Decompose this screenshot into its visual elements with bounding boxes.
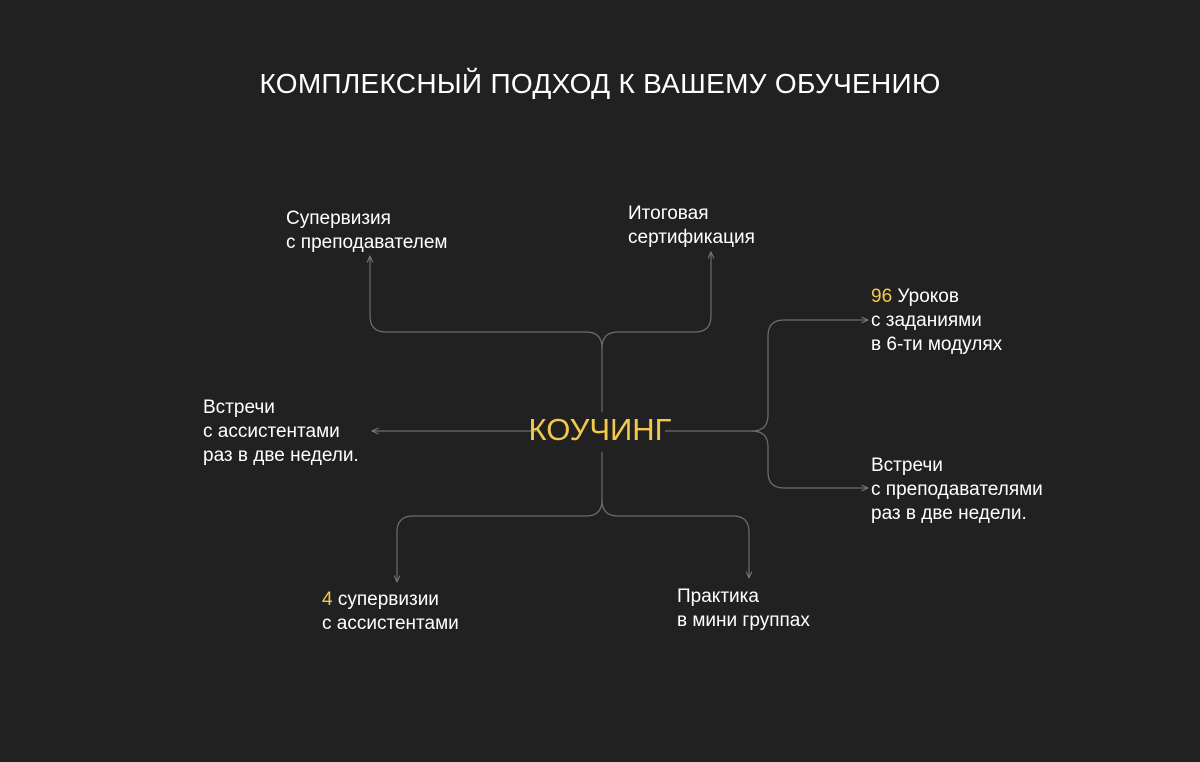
node-teacher-meetings-line3: раз в две недели. [871, 503, 1027, 524]
node-assistant-meetings-line1: Встречи [203, 397, 275, 418]
connector-teacher-meetings [751, 430, 868, 488]
node-certification: Итоговая сертификация [628, 202, 755, 250]
node-practice-line1: Практика [677, 586, 759, 607]
node-assistant-meetings-line3: раз в две недели. [203, 445, 359, 466]
node-certification-line1: Итоговая [628, 203, 709, 224]
page-title: КОМПЛЕКСНЫЙ ПОДХОД К ВАШЕМУ ОБУЧЕНИЮ [259, 68, 941, 99]
connector-lessons [751, 320, 868, 432]
node-supervision-line2: с преподавателем [286, 232, 448, 253]
connector-practice [601, 499, 749, 578]
node-supervision: Супервизия с преподавателем [286, 207, 447, 255]
node-teacher-meetings: Встречи с преподавателями раз в две неде… [871, 454, 1043, 526]
node-lessons-line1: Уроков [892, 286, 959, 307]
node-lessons-line2: с заданиями [871, 310, 982, 331]
node-assistant-meetings-line2: с ассистентами [203, 421, 340, 442]
node-practice-line2: в мини группах [677, 610, 810, 631]
node-teacher-meetings-line2: с преподавателями [871, 479, 1043, 500]
center-node-coaching: КОУЧИНГ [528, 412, 672, 447]
node-lessons: 96 Уроков с заданиями в 6-ти модулях [871, 285, 1002, 357]
node-certification-line2: сертификация [628, 227, 755, 248]
node-lessons-line3: в 6-ти модулях [871, 334, 1003, 355]
node-practice: Практика в мини группах [677, 585, 810, 633]
node-teacher-meetings-line1: Встречи [871, 455, 943, 476]
node-assistant-supervisions-line1: супервизии [332, 589, 439, 610]
connector-assistant-supervisions [397, 499, 603, 582]
node-assistant-supervisions-line2: с ассистентами [322, 613, 459, 634]
node-lessons-number: 96 [871, 286, 893, 307]
node-assistant-supervisions: 4 супервизии с ассистентами [322, 588, 459, 636]
node-assistant-meetings: Встречи с ассистентами раз в две недели. [203, 396, 359, 468]
connector-supervision [370, 256, 603, 349]
node-supervision-line1: Супервизия [286, 208, 391, 229]
connector-certification [601, 252, 711, 349]
node-assistant-supervisions-number: 4 [322, 589, 333, 610]
